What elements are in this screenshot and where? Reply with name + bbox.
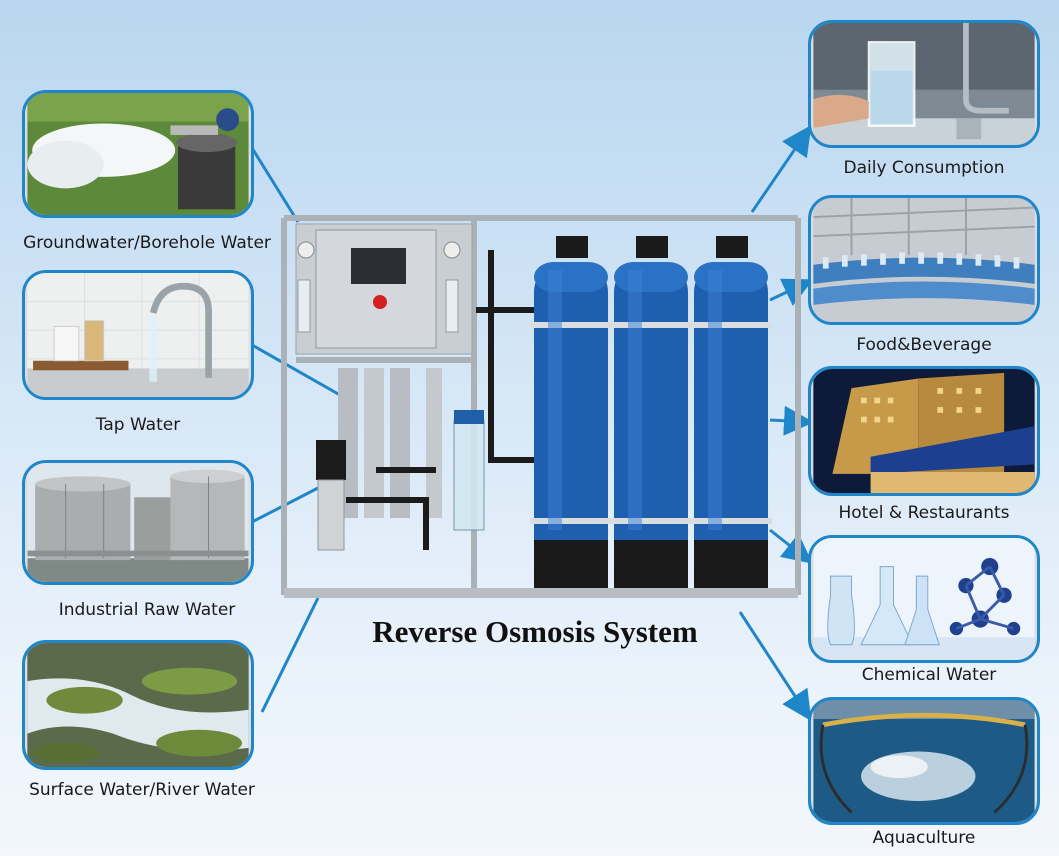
connector-app-4 (769, 528, 813, 564)
app-card-daily-consumption (808, 20, 1040, 148)
bottling-line-icon (813, 198, 1035, 322)
diagram-title: Reverse Osmosis System (372, 614, 698, 649)
connector-source-1 (250, 147, 300, 223)
connector-app-5 (738, 611, 812, 722)
app-card-chemical (808, 535, 1040, 663)
app-card-food-beverage (808, 195, 1040, 325)
source-card-river (22, 640, 254, 770)
app-card-hotel (808, 366, 1040, 496)
app-label-1: Daily Consumption (843, 158, 1005, 178)
ro-system-unit (281, 215, 801, 598)
app-label-4: Chemical Water (861, 665, 997, 685)
flask-icon (813, 538, 1035, 660)
connector-app-1 (750, 125, 812, 213)
source-card-industrial (22, 460, 254, 585)
borehole-icon (27, 93, 249, 215)
faucet-icon (27, 273, 249, 397)
connector-app-3 (769, 405, 814, 436)
source-card-tap (22, 270, 254, 400)
source-label-3: Industrial Raw Water (58, 600, 236, 620)
source-label-2: Tap Water (95, 415, 181, 435)
source-label-4: Surface Water/River Water (29, 780, 255, 800)
connector-source-4 (260, 597, 320, 713)
connector-app-2 (769, 278, 814, 306)
fish-pen-icon (813, 700, 1035, 822)
source-card-groundwater (22, 90, 254, 218)
app-label-2: Food&Beverage (856, 335, 992, 355)
app-label-5: Aquaculture (872, 828, 976, 848)
hotel-icon (813, 369, 1035, 493)
source-label-1: Groundwater/Borehole Water (23, 233, 271, 253)
river-icon (27, 643, 249, 767)
connector-source-2 (251, 343, 341, 397)
app-card-aquaculture (808, 697, 1040, 825)
drinking-glass-icon (813, 23, 1035, 145)
app-label-3: Hotel & Restaurants (838, 503, 1010, 523)
storage-tank-icon (27, 463, 249, 582)
